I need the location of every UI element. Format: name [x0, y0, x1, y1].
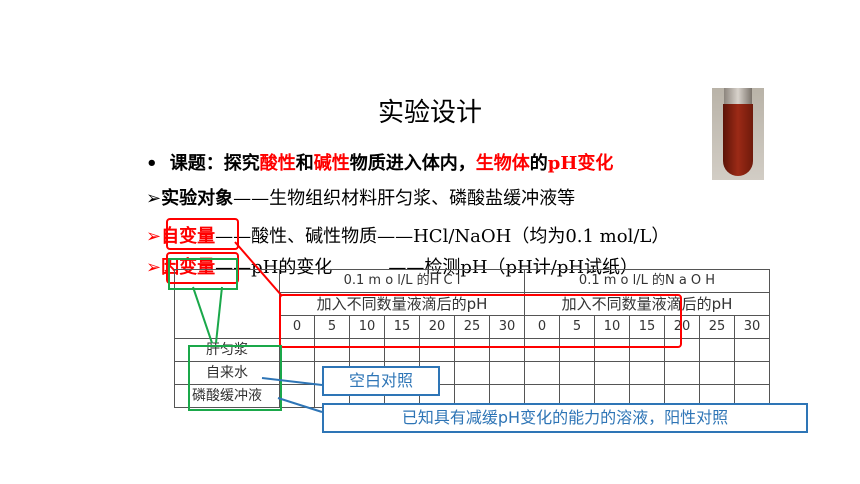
drops-row: 0 5 10 15 20 25 30 0 5 10 15 20 25 30	[175, 315, 770, 339]
test-tube-photo	[712, 88, 764, 180]
row-label-buffer: 磷酸缓冲液	[174, 384, 280, 408]
tube-liquid	[723, 104, 753, 176]
green-connector-right	[215, 286, 223, 344]
ph-data-table: 0.1 m o l/L 的H C l 0.1 m o l/L 的N a O H …	[174, 269, 770, 408]
arrow-bullet: ➢	[146, 257, 162, 278]
subject-line: ➢实验对象——生物组织材料肝匀浆、磷酸盐缓冲液等	[146, 187, 575, 211]
blank-control-callout: 空白对照	[322, 366, 440, 396]
independent-highlight-box	[166, 218, 239, 250]
topic-acid: 酸性	[259, 153, 296, 174]
topic-base: 碱性	[313, 153, 350, 174]
topic-prefix: 课题：探究	[169, 153, 260, 174]
blue-connector-bottom	[277, 397, 323, 413]
topic-ph: pH变化	[547, 153, 614, 174]
tube-cap	[724, 88, 752, 106]
hcl-header: 0.1 m o l/L 的H C l	[279, 269, 525, 293]
drops-cell: 15	[629, 315, 665, 339]
subject-label: 实验对象	[161, 188, 234, 209]
hcl-subheader: 加入不同数量液滴后的pH	[279, 292, 525, 316]
blue-connector-top	[261, 377, 323, 386]
dependent-green-box	[168, 258, 238, 290]
topic-of: 的	[529, 153, 548, 174]
drops-cell: 15	[384, 315, 420, 339]
arrow-bullet: ➢	[146, 188, 162, 209]
independent-text: ——酸性、碱性物质——HCl/NaOH（均为0.1 mol/L）	[215, 226, 670, 247]
drops-cell: 5	[559, 315, 595, 339]
topic-line: • 课题：探究酸性和碱性物质进入体内，生物体的pH变化	[146, 152, 613, 176]
green-connector-left	[192, 286, 213, 344]
drops-cell: 20	[419, 315, 455, 339]
bullet: •	[146, 153, 158, 174]
drops-cell: 10	[349, 315, 385, 339]
topic-organism: 生物体	[475, 153, 530, 174]
subject-text: ——生物组织材料肝匀浆、磷酸盐缓冲液等	[233, 188, 576, 209]
table-corner-cell	[174, 269, 280, 339]
drops-cell: 30	[734, 315, 770, 339]
red-connector	[234, 241, 283, 297]
drops-cell: 25	[699, 315, 735, 339]
dependent-highlight-box	[166, 252, 239, 284]
independent-line: ➢自变量——酸性、碱性物质——HCl/NaOH（均为0.1 mol/L）	[146, 225, 669, 249]
drops-cell: 10	[594, 315, 630, 339]
rows-green-box	[188, 345, 282, 411]
topic-middle: 物质进入体内，	[349, 153, 476, 174]
independent-label: 自变量	[161, 226, 216, 247]
topic-and: 和	[295, 153, 314, 174]
table-row: 肝匀浆	[174, 338, 770, 362]
positive-control-callout: 已知具有减缓pH变化的能力的溶液，阳性对照	[322, 403, 808, 433]
table-row: 自来水	[174, 361, 770, 385]
variable-columns-highlight	[279, 294, 682, 348]
arrow-bullet: ➢	[146, 226, 162, 247]
slide-title: 实验设计	[377, 98, 482, 128]
